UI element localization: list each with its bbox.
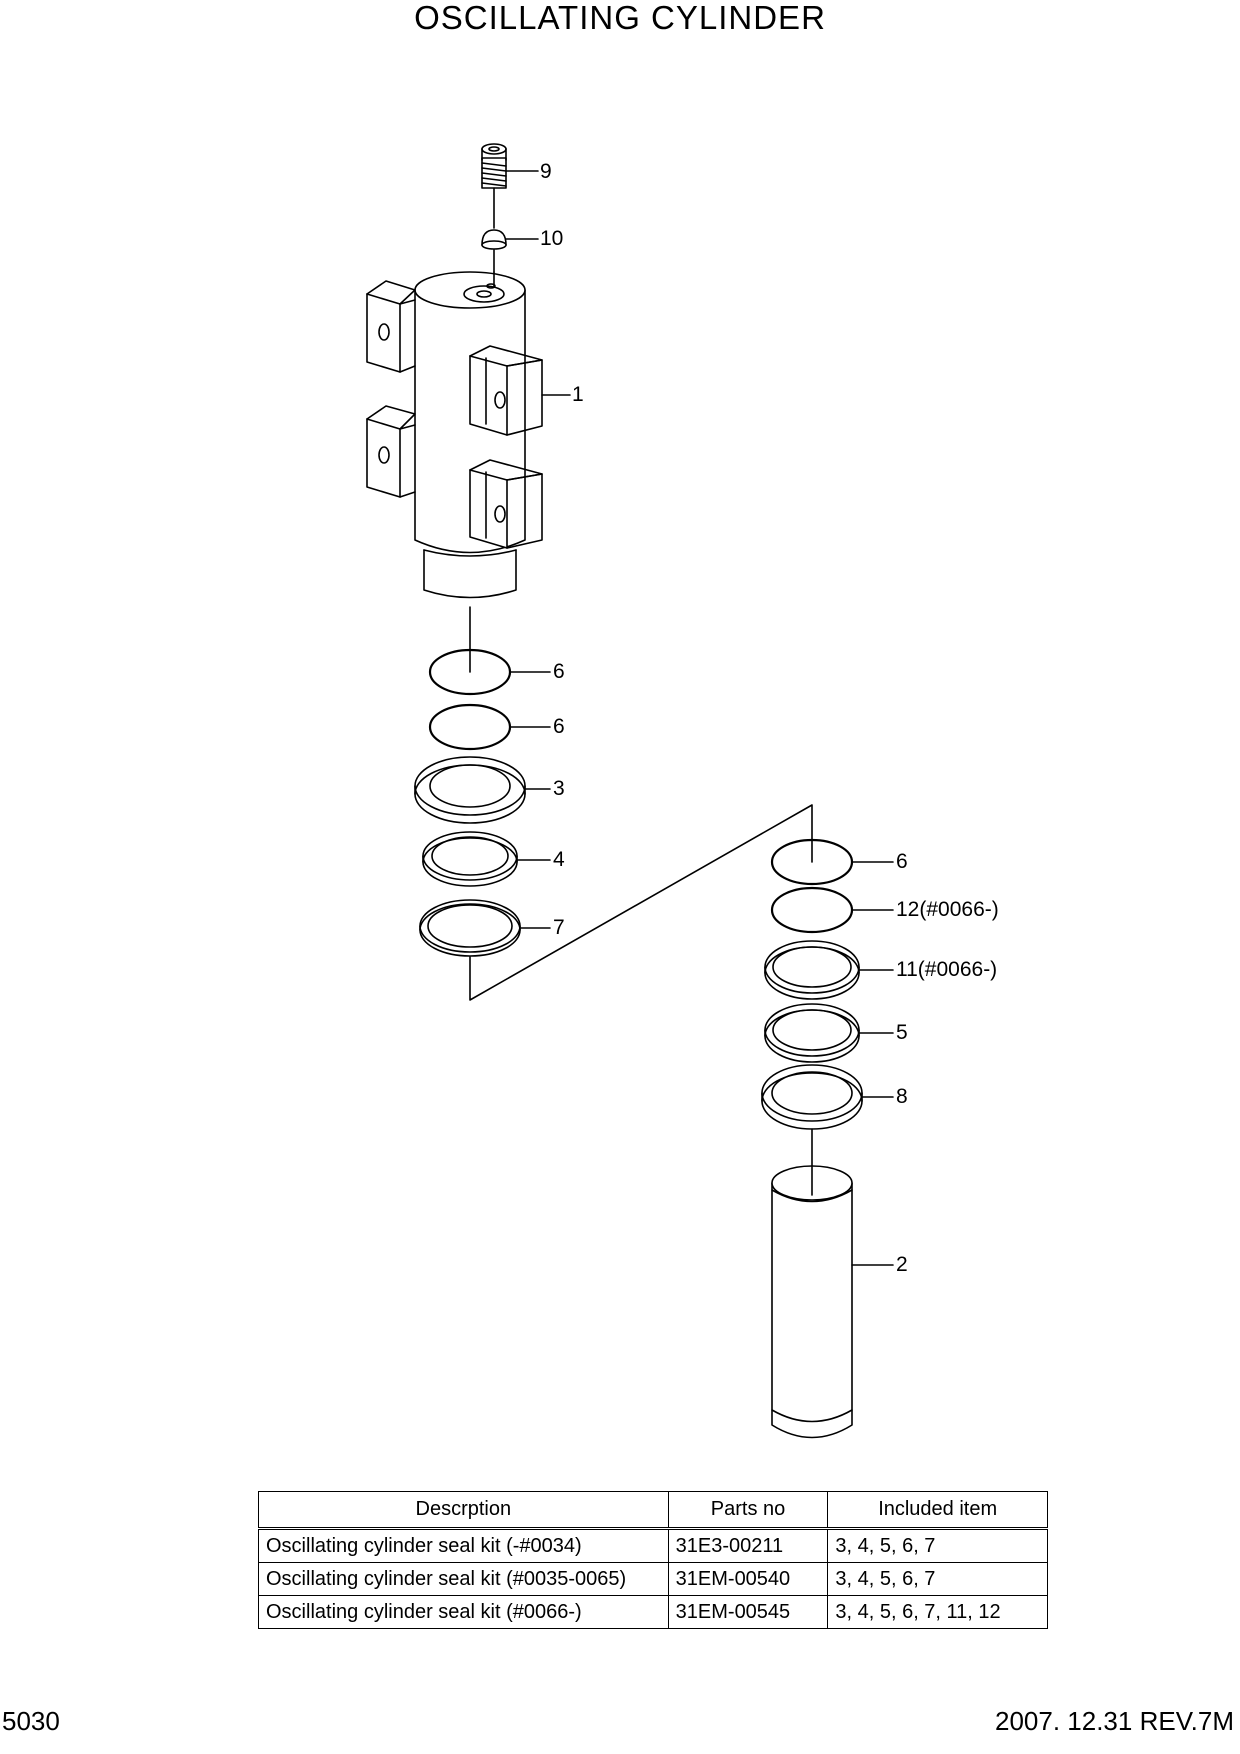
header-included-item: Included item [827, 1491, 1048, 1529]
table-row: Oscillating cylinder seal kit (#0035-006… [258, 1562, 1048, 1596]
revision-date: 2007. 12.31 REV.7M [995, 1706, 1234, 1736]
part-2-rod [771, 1165, 894, 1439]
cell-included-item: 3, 4, 5, 6, 7 [827, 1562, 1048, 1596]
part-6-o-ring-upper [428, 648, 551, 696]
callout-6-lower: 6 [553, 715, 565, 738]
part-6-o-ring-lower [428, 703, 551, 751]
part-7-ring [419, 899, 551, 957]
table-row: Oscillating cylinder seal kit (#0066-) 3… [258, 1595, 1048, 1629]
callout-6-upper: 6 [553, 660, 565, 683]
axis-connector-line [469, 804, 813, 1001]
callout-11: 11(#0066-) [896, 958, 998, 981]
cell-included-item: 3, 4, 5, 6, 7 [827, 1528, 1048, 1563]
callout-8: 8 [896, 1085, 908, 1108]
callout-2: 2 [896, 1253, 908, 1276]
callout-1: 1 [572, 383, 584, 406]
part-10-ball [481, 229, 539, 273]
part-12-o-ring [770, 886, 894, 934]
cell-parts-no: 31EM-00545 [667, 1595, 829, 1629]
callout-12: 12(#0066-) [896, 898, 999, 921]
cell-parts-no: 31EM-00540 [667, 1562, 829, 1596]
callout-4: 4 [553, 848, 565, 871]
table-row: Oscillating cylinder seal kit (-#0034) 3… [258, 1528, 1048, 1563]
cell-description: Oscillating cylinder seal kit (#0066-) [258, 1595, 669, 1629]
seal-kit-table: Descrption Parts no Included item Oscill… [258, 1491, 1048, 1629]
callout-7: 7 [553, 916, 565, 939]
part-8-seal [761, 1064, 894, 1130]
part-5-ring [764, 1003, 894, 1063]
part-3-seal [414, 756, 551, 824]
cell-description: Oscillating cylinder seal kit (#0035-006… [258, 1562, 669, 1596]
callout-3: 3 [553, 777, 565, 800]
page-number: 5030 [2, 1706, 60, 1736]
cell-parts-no: 31E3-00211 [667, 1528, 829, 1563]
cell-included-item: 3, 4, 5, 6, 7, 11, 12 [827, 1595, 1048, 1629]
header-description: Descrption [258, 1491, 669, 1529]
callout-5: 5 [896, 1021, 908, 1044]
header-parts-no: Parts no [667, 1491, 829, 1529]
part-1-cylinder-body [366, 271, 571, 599]
page-title: OSCILLATING CYLINDER [414, 0, 826, 36]
part-6-o-ring-right [770, 838, 894, 886]
callout-10: 10 [540, 227, 564, 250]
part-9-set-screw [481, 143, 539, 229]
cell-description: Oscillating cylinder seal kit (-#0034) [258, 1528, 669, 1563]
callout-9: 9 [540, 160, 552, 183]
part-4-ring [422, 831, 551, 887]
callout-6-right: 6 [896, 850, 908, 873]
part-11-ring [764, 940, 894, 1000]
table-header-row: Descrption Parts no Included item [258, 1491, 1048, 1529]
